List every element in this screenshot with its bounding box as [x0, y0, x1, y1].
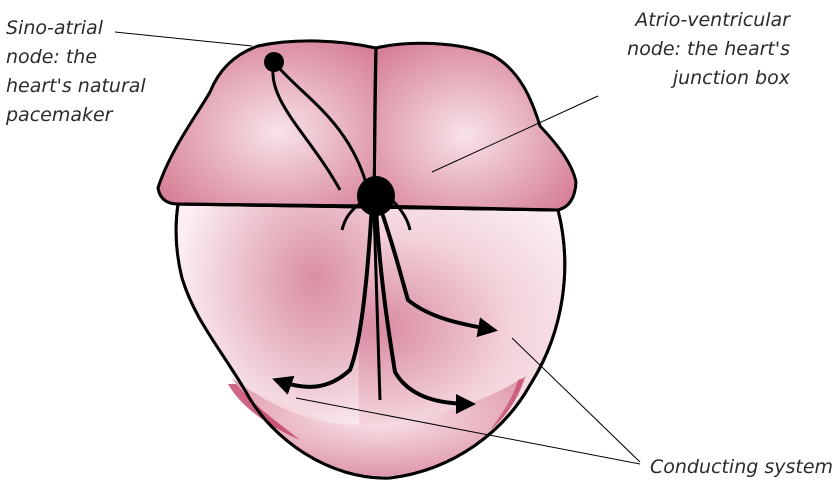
sa-label-line-4: pacemaker — [6, 101, 146, 130]
av-label-line-3: junction box — [627, 64, 790, 93]
sa-label-line-2: node: the — [6, 43, 146, 72]
av-label-line-1: Atrio-ventricular — [627, 6, 790, 35]
sa-node — [264, 52, 284, 72]
conducting-system-label: Conducting system — [650, 453, 833, 482]
cs-label-text: Conducting system — [650, 453, 833, 482]
av-label-line-2: node: the heart's — [627, 35, 790, 64]
atrio-ventricular-label: Atrio-ventricular node: the heart's junc… — [627, 6, 790, 93]
right-atrium — [374, 43, 576, 210]
sa-label-line-1: Sino-atrial — [6, 14, 146, 43]
sa-label-line-3: heart's natural — [6, 72, 146, 101]
av-node — [357, 176, 395, 216]
sino-atrial-label: Sino-atrial node: the heart's natural pa… — [6, 14, 146, 130]
